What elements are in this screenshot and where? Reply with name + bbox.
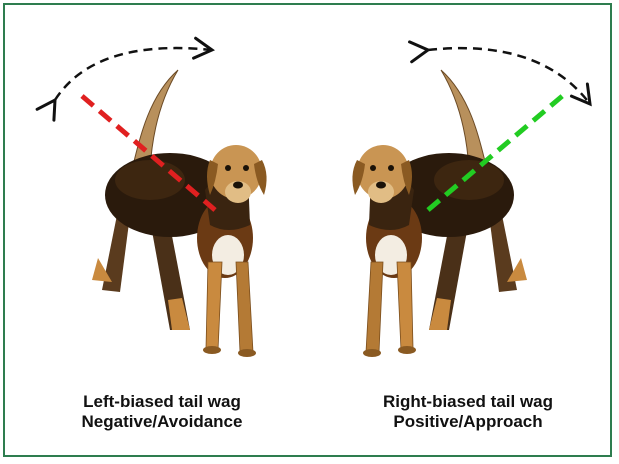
right-caption-meaning: Positive/Approach — [318, 412, 618, 432]
right-wag-arc-arrow — [428, 48, 590, 104]
right-caption: Right-biased tail wag Positive/Approach — [318, 392, 618, 432]
right-dog-illustration — [352, 70, 527, 357]
right-caption-title: Right-biased tail wag — [318, 392, 618, 412]
left-caption-title: Left-biased tail wag — [12, 392, 312, 412]
left-caption-meaning: Negative/Avoidance — [12, 412, 312, 432]
left-dog-illustration — [92, 70, 267, 357]
left-wag-arc-arrow — [55, 48, 212, 100]
left-caption: Left-biased tail wag Negative/Avoidance — [12, 392, 312, 432]
